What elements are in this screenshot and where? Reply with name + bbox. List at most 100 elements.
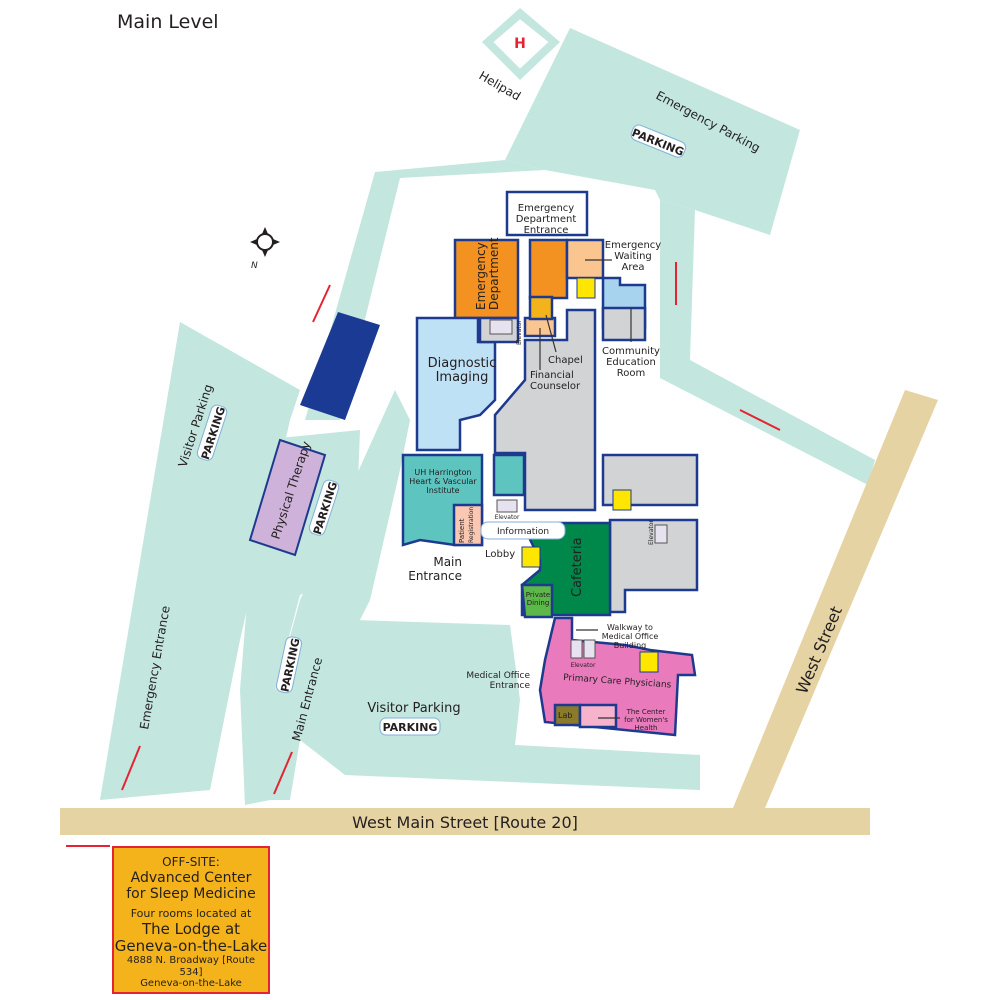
medical-office-entrance-label: Medical Office bbox=[466, 671, 530, 681]
elevator-icon bbox=[489, 319, 513, 335]
emergency-department-label: Department bbox=[487, 237, 501, 310]
heart-institute-label: Institute bbox=[426, 486, 459, 495]
private-dining-label: Private bbox=[526, 591, 550, 599]
hospital-building bbox=[401, 190, 699, 737]
lobby-label: Lobby bbox=[485, 549, 515, 560]
ed-entrance-label: Department bbox=[516, 214, 577, 225]
diagnostic-imaging-label: Diagnostic bbox=[428, 356, 497, 371]
offsite-place: The Lodge at bbox=[141, 919, 241, 938]
restroom-icon bbox=[639, 651, 659, 673]
financial-counselor-label: Counselor bbox=[530, 381, 581, 392]
elevator-icon bbox=[654, 524, 668, 544]
elevator-icon bbox=[570, 639, 583, 659]
chapel-icon bbox=[528, 295, 554, 321]
emergency-drive-east bbox=[660, 200, 875, 485]
ed-entrance-vestibule bbox=[505, 190, 589, 237]
private-dining-label: Dining bbox=[527, 599, 550, 607]
walkway-label: Building bbox=[614, 641, 646, 650]
map-title: Main Level bbox=[117, 11, 219, 33]
womens-health-label: for Women's bbox=[624, 716, 668, 724]
walkway-label: Walkway to bbox=[607, 623, 653, 632]
restroom-icon bbox=[521, 546, 541, 568]
financial-counselor-label: Financial bbox=[530, 370, 574, 381]
chapel-label: Chapel bbox=[548, 355, 583, 366]
main-entrance-drive bbox=[245, 390, 410, 800]
offsite-note: Four rooms located at bbox=[130, 906, 252, 920]
elevator-label: Elevator bbox=[648, 520, 655, 545]
emergency-waiting-area bbox=[565, 238, 605, 280]
elevator-icon bbox=[583, 639, 596, 659]
elevator-label: Elevator bbox=[516, 320, 523, 345]
helipad: H Helipad bbox=[477, 8, 560, 103]
community-education-label: Room bbox=[617, 368, 645, 379]
offsite-heading: OFF-SITE: bbox=[162, 855, 220, 869]
patient-registration-label: Registration bbox=[468, 507, 475, 543]
teal-room bbox=[492, 453, 526, 497]
west-main-street-label: West Main Street [Route 20] bbox=[352, 813, 578, 832]
womens-health-room bbox=[578, 703, 618, 729]
ed-entrance-label: Entrance bbox=[524, 225, 569, 236]
visitor-parking-bottom-label: Visitor Parking bbox=[367, 701, 460, 716]
offsite-address: Geneva-on-the-Lake bbox=[140, 978, 242, 990]
community-education-label: Community bbox=[602, 346, 660, 357]
womens-health-label: Health bbox=[635, 724, 658, 732]
offsite-address: 4888 N. Broadway [Route 534] bbox=[126, 955, 256, 978]
emergency-department-annex bbox=[528, 238, 569, 300]
west-main-street bbox=[60, 808, 870, 835]
ed-entrance-label: Emergency bbox=[518, 203, 574, 214]
womens-health-label: The Center bbox=[626, 708, 666, 716]
community-education-label: Education bbox=[606, 357, 656, 368]
emergency-waiting-label: Area bbox=[621, 262, 644, 273]
restroom-icon bbox=[576, 277, 596, 299]
diagnostic-imaging bbox=[415, 316, 497, 452]
medical-office-entrance-label: Entrance bbox=[490, 681, 531, 691]
walkway-label: Medical Office bbox=[602, 632, 659, 641]
helipad-symbol: H bbox=[514, 36, 526, 52]
parking-structure bbox=[300, 312, 380, 420]
central-core bbox=[493, 308, 597, 512]
restroom-icon bbox=[612, 489, 632, 511]
visitor-parking-bottom bbox=[300, 620, 700, 790]
traffic-arrows bbox=[66, 262, 781, 847]
visitor-parking-left bbox=[100, 322, 300, 800]
diagnostic-imaging-label: Imaging bbox=[436, 370, 489, 385]
svg-text:EmergencyDepartment: EmergencyDepartment bbox=[474, 237, 501, 310]
offsite-name: for Sleep Medicine bbox=[126, 885, 256, 902]
patient-registration bbox=[452, 503, 484, 547]
information-desk bbox=[480, 521, 566, 540]
main-entrance-label: Entrance bbox=[408, 569, 462, 583]
heart-institute-label: UH Harrington bbox=[414, 468, 471, 477]
west-street bbox=[733, 390, 938, 808]
cafeteria-label: Cafeteria bbox=[570, 537, 585, 597]
compass-icon: N bbox=[250, 227, 280, 271]
elevator-label: Elevator bbox=[571, 662, 596, 669]
heart-institute-label: Heart & Vascular bbox=[409, 477, 477, 486]
offsite-place: Geneva-on-the-Lake bbox=[114, 936, 268, 955]
service-area-ne bbox=[601, 306, 647, 342]
offsite-name: Advanced Center bbox=[130, 869, 252, 886]
offsite-info-box: OFF-SITE: Advanced Center for Sleep Medi… bbox=[112, 846, 270, 994]
elevator-label: Elevator bbox=[495, 514, 520, 521]
emergency-waiting-label: Emergency bbox=[605, 240, 661, 251]
emergency-department-label: Emergency bbox=[474, 242, 488, 310]
private-dining bbox=[520, 583, 554, 619]
visitor-parking-bottom-badge: PARKING bbox=[383, 721, 438, 734]
physical-therapy-building bbox=[248, 438, 327, 557]
information-label: Information bbox=[497, 527, 549, 537]
lab-label: Lab bbox=[558, 711, 572, 720]
main-entrance-label: Main bbox=[433, 555, 462, 569]
elevator-icon bbox=[496, 499, 518, 513]
